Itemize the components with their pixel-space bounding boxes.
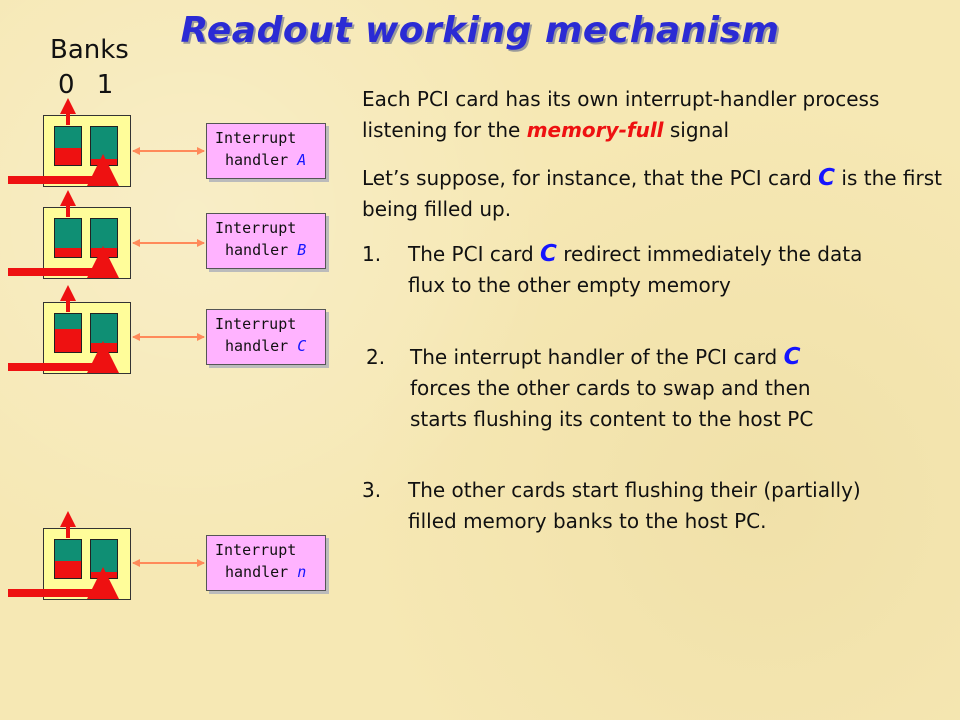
handler-letter: n [297,563,307,581]
pci-card-c [43,302,131,374]
suppose-text: Let’s suppose, for instance, that the PC… [362,163,942,225]
memory-bank-0 [54,126,82,166]
handler-line2: handler [225,151,289,169]
intro-post: signal [663,118,730,142]
step-pre: The interrupt handler of the PCI card [410,345,784,369]
interrupt-handler-n: Interrupt handler n [206,535,326,591]
handler-line1: Interrupt [215,129,297,147]
bank-fill [55,247,81,257]
handler-line2: handler [225,241,289,259]
interrupt-handler-b: Interrupt handler B [206,213,326,269]
card-c-letter: C [783,344,801,370]
step-2: 2. The interrupt handler of the PCI card… [366,342,836,435]
bank-fill [91,159,117,165]
bank-fill [91,572,117,578]
suppose-post: is the first being filled up. [362,166,942,221]
interrupt-handler-c: Interrupt handler C [206,309,326,365]
step-pre: The other cards start flushing their (pa… [408,478,861,533]
memory-bank-1 [90,313,118,353]
handler-letter: B [297,241,307,259]
step-1: 1. The PCI card C redirect immediately t… [362,239,882,301]
banks-label: Banks [50,35,129,65]
bank-fill [55,329,81,352]
memory-bank-1 [90,218,118,258]
memory-full-signal: memory-full [526,118,664,142]
intro-text: Each PCI card has its own interrupt-hand… [362,84,942,146]
handler-letter: A [297,151,307,169]
interrupt-handler-a: Interrupt handler A [206,123,326,179]
step-number: 3. [362,478,382,502]
bank-numbers: 0 1 [58,70,114,100]
step-3: 3. The other cards start flushing their … [362,475,902,537]
memory-bank-0 [54,313,82,353]
handler-line2: handler [225,337,289,355]
pci-card-n [43,528,131,600]
bank-fill [91,342,117,352]
memory-bank-0 [54,539,82,579]
suppose-pre: Let’s suppose, for instance, that the PC… [362,166,819,190]
step-pre: The PCI card [408,242,541,266]
handler-line1: Interrupt [215,315,297,333]
card-c-letter: C [818,165,836,191]
handler-line2: handler [225,563,289,581]
handler-line1: Interrupt [215,541,297,559]
step-number: 1. [362,242,382,266]
bank-fill [55,147,81,165]
bank-fill [91,247,117,257]
handler-letter: C [297,337,307,355]
intro-pre: Each PCI card has its own interrupt-hand… [362,87,880,142]
memory-bank-1 [90,539,118,579]
bank-fill [55,560,81,578]
memory-bank-1 [90,126,118,166]
memory-bank-0 [54,218,82,258]
page-title: Readout working mechanism [180,10,780,51]
step-number: 2. [366,345,386,369]
card-c-letter: C [540,241,557,267]
pci-card-b [43,207,131,279]
handler-line1: Interrupt [215,219,297,237]
pci-card-a [43,115,131,187]
step-post: redirect immediately the data flux to th… [408,242,863,297]
step-post: forces the other cards to swap and then … [410,376,814,431]
